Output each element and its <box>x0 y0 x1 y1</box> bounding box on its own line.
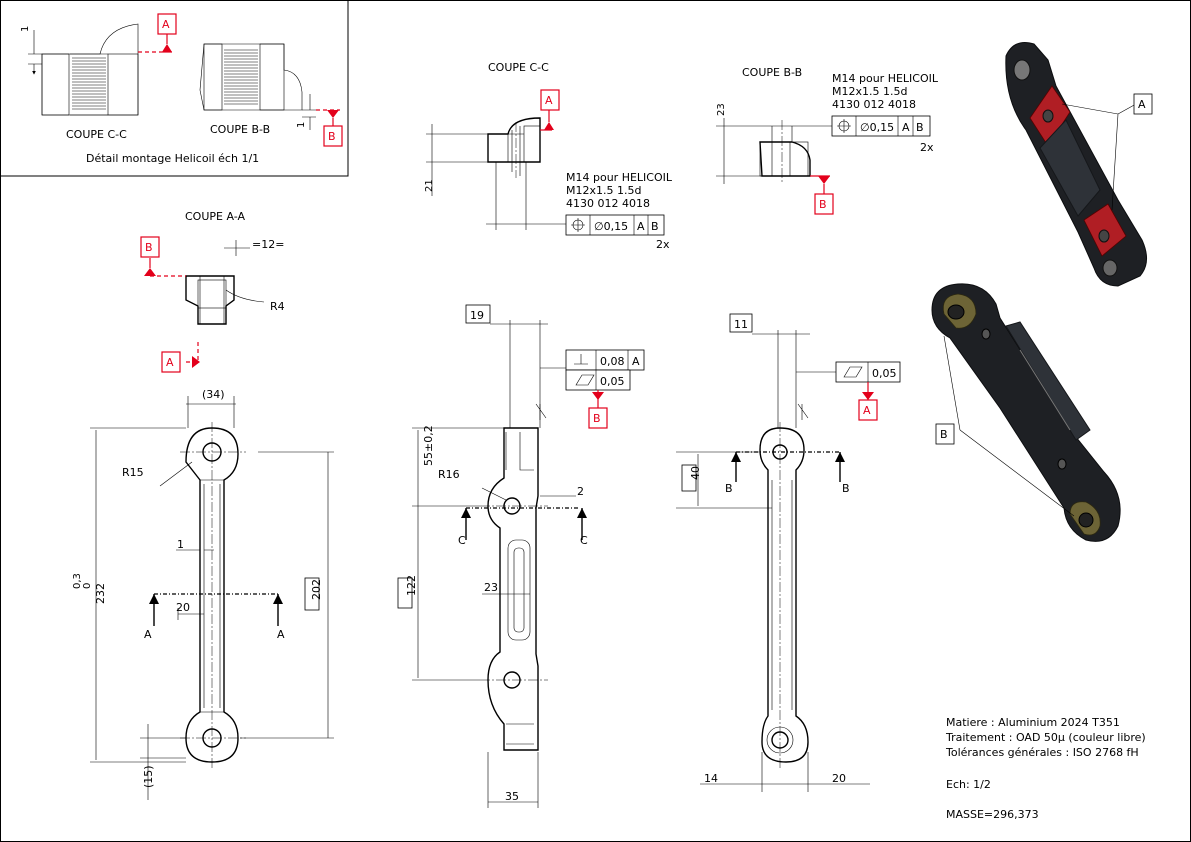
section-cc-tol: ∅0,15 <box>594 220 628 233</box>
section-cc: COUPE C-C 21 A M14 pour HELICOIL M12x1.5… <box>424 61 673 251</box>
view-right-dim-11: 11 <box>734 318 748 331</box>
view-right-cut-right: B <box>842 482 850 495</box>
view-middle-flat: 0,05 <box>600 375 625 388</box>
detail-coupe-bb: COUPE B-B <box>210 123 270 136</box>
view-left-radius: R15 <box>122 466 144 479</box>
section-bb-datum: B <box>819 198 827 211</box>
view-right-dim-14: 14 <box>704 772 718 785</box>
section-bb-note1: M14 pour HELICOIL <box>832 72 939 85</box>
iso-label-a: A <box>1138 98 1146 111</box>
view-middle-dim-55: 55±0,2 <box>422 425 435 466</box>
iso-view-top: A <box>1005 42 1153 287</box>
section-cc-note3: 4130 012 4018 <box>566 197 650 210</box>
detail-dim-1-left: 1 <box>20 26 31 32</box>
note-matiere: Matiere : Aluminium 2024 T351 <box>946 716 1120 729</box>
section-aa-datum-b: B <box>145 241 153 254</box>
view-left: (34) R15 1 A A 20 232 0,3 0 202 (15) <box>72 388 334 800</box>
view-left-dim-20: 20 <box>176 601 190 614</box>
section-cc-note1: M14 pour HELICOIL <box>566 171 673 184</box>
view-middle-dim-2: 2 <box>577 485 584 498</box>
view-left-dim-15: (15) <box>142 765 155 788</box>
view-middle: 19 0,08 A 0,05 B C C R16 2 55±0,2 <box>397 304 645 808</box>
iso-label-b: B <box>940 428 948 441</box>
view-left-dim-202: 202 <box>310 579 323 600</box>
view-middle-dim-35: 35 <box>505 790 519 803</box>
view-left-dim-232-upper: 0,3 <box>72 573 83 589</box>
view-left-cut-a-left: A <box>144 628 152 641</box>
section-bb-ref1: A <box>902 121 910 134</box>
section-bb-ref2: B <box>916 121 924 134</box>
view-right-flat: 0,05 <box>872 367 897 380</box>
section-cc-note2: M12x1.5 1.5d <box>566 184 641 197</box>
view-middle-dim-19: 19 <box>470 309 484 322</box>
view-left-dim-232: 232 <box>94 583 107 604</box>
detail-caption: Détail montage Helicoil éch 1/1 <box>86 152 259 165</box>
note-traitement: Traitement : OAD 50µ (couleur libre) <box>945 731 1146 744</box>
view-right-dim-20: 20 <box>832 772 846 785</box>
section-cc-dim-21: 21 <box>424 179 435 192</box>
view-left-dim-34: (34) <box>202 388 225 401</box>
section-aa-title: COUPE A-A <box>185 210 245 223</box>
detail-helicoil: 1 A COUPE C-C 1 B COUPE B-B Détail monta… <box>0 0 349 177</box>
section-cc-datum: A <box>545 94 553 107</box>
section-cc-count: 2x <box>656 238 670 251</box>
view-right-dim-40: 40 <box>689 466 702 480</box>
notes-block: Matiere : Aluminium 2024 T351 Traitement… <box>945 716 1146 821</box>
section-cc-ref2: B <box>651 220 659 233</box>
section-bb-count: 2x <box>920 141 934 154</box>
section-bb-dim-23: 23 <box>716 103 727 116</box>
section-aa-datum-a: A <box>166 356 174 369</box>
detail-datum-b: B <box>328 130 336 143</box>
view-middle-dim-23: 23 <box>484 581 498 594</box>
section-bb-tol: ∅0,15 <box>860 121 894 134</box>
view-right-cut-left: B <box>725 482 733 495</box>
note-masse: MASSE=296,373 <box>946 808 1039 821</box>
section-cc-ref1: A <box>637 220 645 233</box>
detail-coupe-cc: COUPE C-C <box>66 128 127 141</box>
view-middle-perp: 0,08 <box>600 355 625 368</box>
view-middle-datum: B <box>593 412 601 425</box>
view-left-cut-a-right: A <box>277 628 285 641</box>
note-tolerances: Tolérances générales : ISO 2768 fH <box>945 746 1139 759</box>
section-aa-radius: R4 <box>270 300 285 313</box>
section-bb-title: COUPE B-B <box>742 66 802 79</box>
view-middle-perp-ref: A <box>632 355 640 368</box>
iso-view-bottom: B <box>931 283 1121 542</box>
detail-datum-a: A <box>162 18 170 31</box>
view-middle-radius: R16 <box>438 468 460 481</box>
view-right-datum: A <box>863 404 871 417</box>
section-bb: COUPE B-B 23 B M14 pour HELICOIL M12x1.5… <box>716 66 939 215</box>
section-aa-dim-12: =12= <box>252 238 284 251</box>
view-middle-cut-right: C <box>580 534 588 547</box>
view-middle-dim-122: 122 <box>405 575 418 596</box>
section-bb-note2: M12x1.5 1.5d <box>832 85 907 98</box>
section-aa: COUPE A-A =12= R4 B A <box>140 210 285 373</box>
view-left-dim-232-lower: 0 <box>82 583 93 589</box>
section-cc-title: COUPE C-C <box>488 61 549 74</box>
view-right: 11 0,05 A B B 40 14 20 <box>676 313 901 792</box>
detail-dim-1-right: 1 <box>296 122 307 128</box>
section-bb-note3: 4130 012 4018 <box>832 98 916 111</box>
view-middle-cut-left: C <box>458 534 466 547</box>
view-left-dim-1: 1 <box>177 538 184 551</box>
note-echelle: Ech: 1/2 <box>946 778 991 791</box>
